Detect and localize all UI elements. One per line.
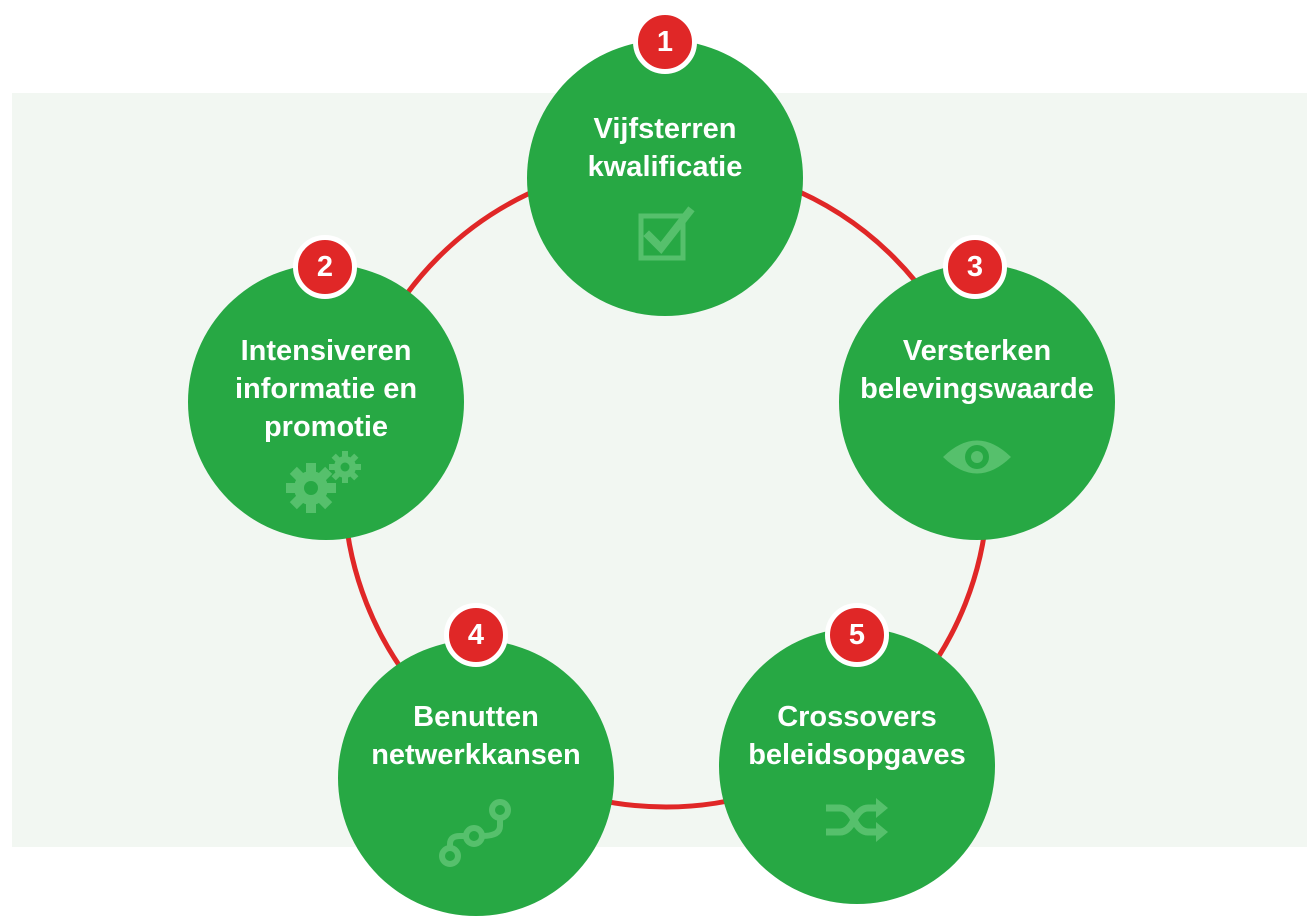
checkbox-icon [638, 206, 695, 261]
step-badge-1: 1 [633, 10, 697, 74]
node-label: Vijfsterren kwalificatie [587, 113, 743, 183]
gears-icon [286, 451, 361, 513]
eye-icon [943, 440, 1011, 474]
cycle-node-2: Intensiveren informatie en promotie [188, 264, 464, 540]
node-label: Benutten netwerkkansen [371, 701, 581, 771]
node-label: Intensiveren informatie en promotie [234, 335, 418, 443]
network-icon [439, 799, 511, 867]
step-badge-5: 5 [825, 603, 889, 667]
cycle-node-3: Versterken belevingswaarde [839, 264, 1115, 540]
step-badge-3: 3 [943, 235, 1007, 299]
cycle-node-1: Vijfsterren kwalificatie [527, 40, 803, 316]
step-badge-4: 4 [444, 603, 508, 667]
cycle-node-5: Crossovers beleidsopgaves [719, 628, 995, 904]
step-badge-2: 2 [293, 235, 357, 299]
node-label: Versterken belevingswaarde [860, 335, 1094, 405]
shuffle-icon [826, 798, 888, 842]
cycle-node-4: Benutten netwerkkansen [338, 640, 614, 916]
node-label: Crossovers beleidsopgaves [748, 701, 966, 771]
